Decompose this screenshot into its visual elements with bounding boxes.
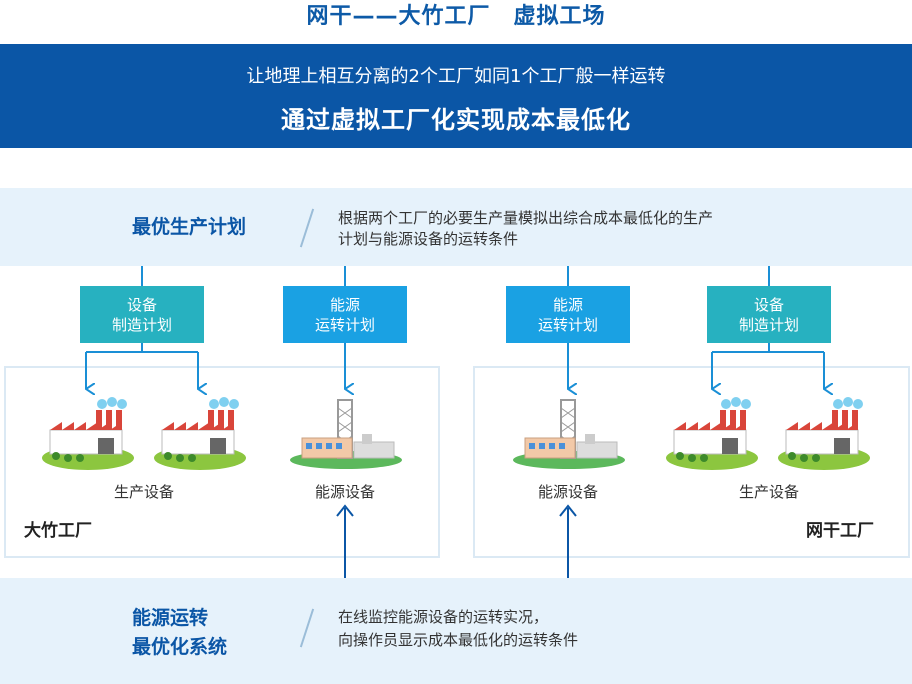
energy-plan-box-right: 能源 运转计划 (506, 286, 630, 343)
top-band (0, 188, 912, 266)
box-line-1: 能源 (329, 295, 360, 314)
equipment-plan-box-right: 设备 制造计划 (707, 286, 831, 343)
plant-name-left: 大竹工厂 (24, 521, 92, 541)
energy-plan-box-left: 能源 运转计划 (283, 286, 407, 343)
top-band-heading: 最优生产计划 (132, 216, 247, 238)
box-line-1: 能源 (552, 295, 583, 314)
label-right-production: 生产设备 (738, 483, 799, 501)
arrow-up-left-head (336, 504, 354, 517)
header-banner (0, 44, 912, 148)
label-right-energy: 能源设备 (537, 483, 598, 501)
bottom-band-heading-2: 最优化系统 (132, 636, 228, 658)
box-line-2: 制造计划 (111, 315, 172, 334)
top-band-desc-1: 根据两个工厂的必要生产量模拟出综合成本最低化的生产 (338, 209, 714, 227)
bottom-band-heading-1: 能源运转 (132, 607, 209, 629)
equipment-plan-box-left: 设备 制造计划 (80, 286, 204, 343)
box-line-1: 设备 (126, 295, 157, 314)
bottom-band-desc-1: 在线监控能源设备的运转实况， (338, 608, 549, 626)
bottom-band-desc-2: 向操作员显示成本最低化的运转条件 (338, 631, 579, 649)
banner-subtitle: 让地理上相互分离的2个工厂如同1个工厂般一样运转 (246, 66, 666, 87)
banner-headline: 通过虚拟工厂化实现成本最低化 (281, 106, 631, 134)
box-line-2: 制造计划 (738, 315, 799, 334)
page-title: 网干——大竹工厂 虚拟工场 (306, 4, 606, 29)
box-line-2: 运转计划 (314, 315, 375, 334)
arrow-up-right-head (559, 504, 577, 517)
factory-icon-left-1 (42, 397, 134, 470)
box-line-1: 设备 (753, 295, 784, 314)
power-plant-icon-right (513, 399, 625, 469)
factory-icon-right-2 (778, 397, 870, 470)
plant-name-right: 网干工厂 (806, 521, 874, 541)
power-plant-icon-left (290, 399, 402, 469)
label-left-energy: 能源设备 (314, 483, 375, 501)
box-line-2: 运转计划 (537, 315, 598, 334)
top-band-desc-2: 计划与能源设备的运转条件 (338, 230, 519, 248)
factory-icon-left-2 (154, 397, 246, 470)
bottom-band (0, 578, 912, 684)
label-left-production: 生产设备 (113, 483, 174, 501)
factory-icon-right-1 (666, 397, 758, 470)
